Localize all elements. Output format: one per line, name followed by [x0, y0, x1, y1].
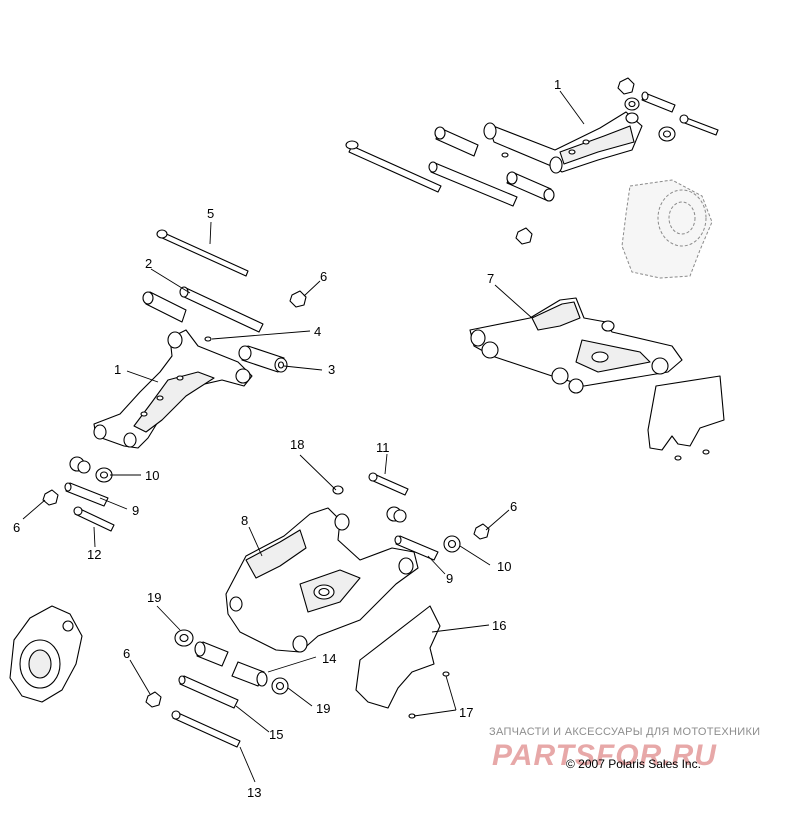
- sleeve-upper-b: [506, 171, 555, 202]
- watermark: ЗАПЧАСТИ И АКСЕССУАРЫ ДЛЯ МОТОТЕХНИКИ PA…: [489, 726, 760, 772]
- bushing-10-center: [443, 535, 461, 553]
- small-pin-upper: [501, 152, 509, 158]
- callout-bolt-18: 18: [290, 437, 304, 452]
- left-a-arm-group: [9, 229, 307, 703]
- bolt-13: [171, 710, 241, 748]
- wheel-hub-ghost-right: [621, 179, 713, 279]
- leader-lines: [22, 90, 585, 783]
- bushing-10-left: [95, 467, 113, 483]
- callout-a-arm-upper: 1: [554, 77, 561, 92]
- bushing-left-lower: [69, 456, 91, 474]
- nut-6-left: [42, 489, 59, 506]
- bushing-upper-a: [434, 126, 479, 157]
- washer-19-right: [271, 677, 289, 695]
- callout-screws-17: 17: [459, 705, 473, 720]
- sleeve-upper-a: [428, 161, 518, 207]
- bushing-center-right: [386, 506, 407, 523]
- bushing-left-upper: [142, 291, 187, 323]
- callout-bolt-5: 5: [207, 206, 214, 221]
- bushing-14-b: [231, 661, 268, 687]
- nut-6-left-upper: [289, 290, 307, 308]
- bushing-14-a: [194, 641, 229, 667]
- screws-17: [408, 671, 450, 719]
- callout-trailing-arm-7: 7: [487, 271, 494, 286]
- trailing-arm-center-group: [145, 472, 490, 748]
- callout-bolt-13: 13: [247, 785, 261, 800]
- callout-bushing-10-left: 10: [145, 468, 159, 483]
- a-arm-left: [93, 329, 253, 449]
- callout-bolt-12: 12: [87, 547, 101, 562]
- callout-sleeve-15: 15: [269, 727, 283, 742]
- callout-labels: 1 1 2 3 4 5 6 6 6 6 7 8 9 9 10 10 11 12 …: [13, 77, 561, 800]
- pin-upper-right: [641, 91, 676, 113]
- skid-plate-16: [355, 605, 441, 709]
- callout-nut-6-upper: 6: [320, 269, 327, 284]
- watermark-caption: ЗАПЧАСТИ И АКСЕССУАРЫ ДЛЯ МОТОТЕХНИКИ: [489, 726, 760, 738]
- callout-nut-6-lower: 6: [123, 646, 130, 661]
- nut-upper-right: [617, 77, 635, 95]
- callout-a-arm-left: 1: [114, 362, 121, 377]
- trailing-arm-right-group: [469, 297, 725, 461]
- a-arm-upper-right: [483, 111, 643, 174]
- callout-bushing-10-center: 10: [497, 559, 511, 574]
- sleeve-9-center: [394, 535, 439, 561]
- copyright-notice: © 2007 Polaris Sales Inc.: [566, 757, 701, 771]
- bushing-upper-right: [624, 97, 640, 111]
- trailing-arm-center: [225, 507, 419, 653]
- bolt-12: [73, 506, 115, 532]
- callout-nut-6-right: 6: [510, 499, 517, 514]
- bushing-upper-right-b: [658, 126, 676, 142]
- sleeve-15: [178, 675, 239, 709]
- callout-bushing-3: 3: [328, 362, 335, 377]
- nut-6-center-right: [473, 523, 490, 540]
- sleeve-2: [179, 286, 264, 333]
- bolt-upper-right: [679, 114, 719, 136]
- callout-sleeve-9-left: 9: [132, 503, 139, 518]
- callout-washer-19-left: 19: [147, 590, 161, 605]
- callout-pin-4: 4: [314, 324, 321, 339]
- callout-washer-19-right: 19: [316, 701, 330, 716]
- callout-skid-plate-16: 16: [492, 618, 506, 633]
- wheel-hub-left: [9, 605, 83, 703]
- trailing-arm-right: [469, 297, 683, 394]
- bolt-11: [368, 472, 409, 496]
- callout-bushing-14: 14: [322, 651, 336, 666]
- watermark-logo: PARTSFOR.RU: [492, 739, 717, 772]
- callout-bolt-11: 11: [376, 440, 390, 455]
- long-bolt-upper: [345, 140, 442, 193]
- long-bolt-5: [156, 229, 249, 277]
- pin-4: [204, 336, 212, 342]
- nut-6-lower: [145, 691, 162, 708]
- washer-19-left: [174, 629, 194, 647]
- callout-trailing-arm-8: 8: [241, 513, 248, 528]
- sleeve-9-left: [64, 482, 109, 507]
- bushing-3: [238, 345, 288, 373]
- upper-right-a-arm-group: [345, 77, 719, 279]
- callout-sleeve-9-center: 9: [446, 571, 453, 586]
- skid-plate-right: [647, 375, 725, 461]
- callout-nut-6-left: 6: [13, 520, 20, 535]
- nut-upper-center: [515, 227, 533, 245]
- callout-sleeve-2: 2: [145, 256, 152, 271]
- bolt-18: [332, 485, 344, 495]
